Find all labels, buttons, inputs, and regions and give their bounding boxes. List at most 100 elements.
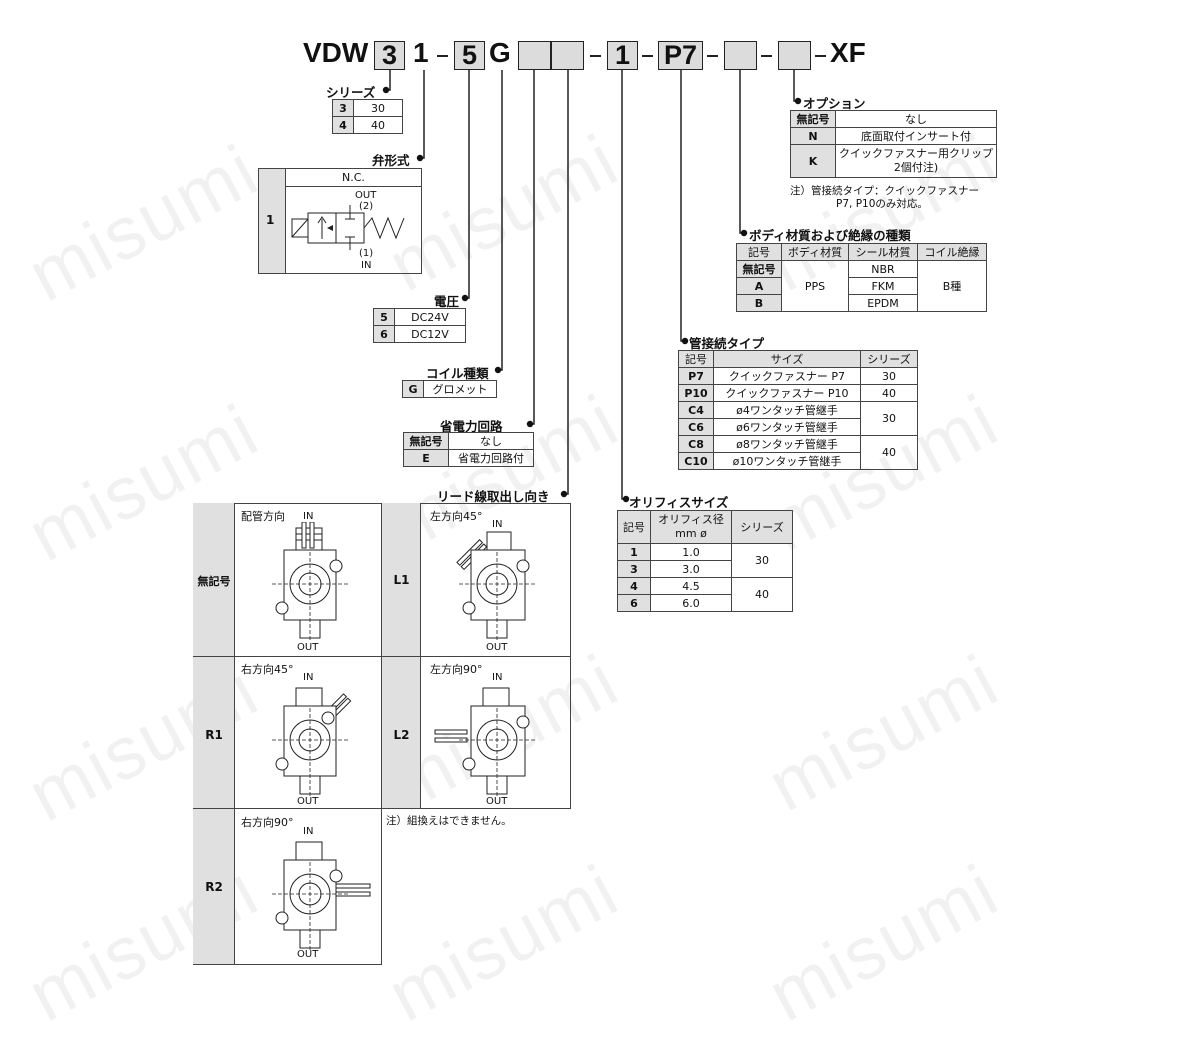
table-cell: 省電力回路付 xyxy=(448,449,534,467)
valve-drawing-right45 xyxy=(272,687,352,796)
lead-in-label: IN xyxy=(303,826,314,837)
code-dash xyxy=(437,55,448,57)
lead-caption: 配管方向 xyxy=(241,510,285,523)
table-cell: PPS xyxy=(781,260,849,312)
leader-port xyxy=(680,70,687,342)
table-cell: グロメット xyxy=(423,380,497,398)
lead-caption: 右方向45° xyxy=(241,663,294,676)
table-cell: なし xyxy=(448,432,534,450)
code-box-body xyxy=(724,41,757,70)
lead-grid-rule xyxy=(193,656,235,657)
lead-code-col xyxy=(193,503,235,964)
lead-in-label: IN xyxy=(303,672,314,683)
table-cell: B種 xyxy=(917,260,987,312)
code-box-power-saving xyxy=(518,41,551,70)
table-cell: 無記号 xyxy=(790,110,836,128)
coil-title: コイル種類 xyxy=(426,366,489,381)
lead-grid-rule xyxy=(382,656,421,657)
table-cell: B xyxy=(736,294,782,312)
valve-out-number: (2) xyxy=(359,201,374,212)
table-cell: 5 xyxy=(373,308,395,326)
table-cell: 4 xyxy=(332,116,354,134)
table-cell: ø4ワンタッチ管継手 xyxy=(713,401,861,419)
body-material-title: ボディ材質および絶縁の種類 xyxy=(749,228,911,243)
lead-out-label: OUT xyxy=(297,796,319,807)
table-cell: サイズ xyxy=(713,350,861,368)
table-cell: 1 xyxy=(617,543,651,561)
table-cell: コイル絶縁 xyxy=(917,243,987,261)
table-cell: 6 xyxy=(617,594,651,612)
code-box-lead xyxy=(551,41,584,70)
table-cell: 3 xyxy=(617,560,651,578)
table-cell: 3 xyxy=(332,99,354,117)
table-cell: C6 xyxy=(678,418,714,436)
code-dash xyxy=(707,55,718,57)
table-cell: 無記号 xyxy=(403,432,449,450)
table-cell: N xyxy=(790,127,836,145)
table-cell: ø6ワンタッチ管継手 xyxy=(713,418,861,436)
table-cell: クイックファスナー P10 xyxy=(713,384,861,402)
table-cell: 4.5 xyxy=(650,577,732,595)
table-cell: EPDM xyxy=(848,294,918,312)
valve-in-label: IN xyxy=(361,260,372,271)
series-title: シリーズ xyxy=(326,85,376,100)
lead-grid-rule xyxy=(193,808,235,809)
leader-lead xyxy=(562,70,569,495)
lead-note: 注）組換えはできません。 xyxy=(386,815,512,827)
option-note: 注）管接続タイプ：クイックファスナー xyxy=(790,185,979,197)
table-cell: C8 xyxy=(678,435,714,453)
lead-grid-rule xyxy=(381,503,382,809)
code-dash xyxy=(642,55,653,57)
table-cell: 6 xyxy=(373,325,395,343)
orifice-title: オリフィスサイズ xyxy=(629,495,729,510)
code-box-option xyxy=(778,41,811,70)
table-cell: 6.0 xyxy=(650,594,732,612)
table-cell: 記号 xyxy=(736,243,782,261)
table-cell: ø10ワンタッチ管継手 xyxy=(713,452,861,470)
lead-out-label: OUT xyxy=(297,642,319,653)
lead-caption: 左方向45° xyxy=(430,510,483,523)
leader-voltage xyxy=(463,70,470,299)
table-cell: ボディ材質 xyxy=(781,243,849,261)
model-prefix: VDW xyxy=(303,37,369,68)
power-saving-title: 省電力回路 xyxy=(440,419,503,434)
lead-title: リード線取出し向き xyxy=(437,489,550,504)
table-cell: C4 xyxy=(678,401,714,419)
lead-code: L1 xyxy=(393,573,410,587)
table-cell: FKM xyxy=(848,277,918,295)
code-box-series: 3 xyxy=(374,41,405,70)
valve-drawing-left45 xyxy=(456,531,535,640)
table-cell: シリーズ xyxy=(731,510,793,544)
code-box-orifice: 1 xyxy=(607,41,638,70)
leader-coil xyxy=(496,70,503,371)
code-dash xyxy=(815,55,826,57)
table-cell: 40 xyxy=(353,116,403,134)
valve-type-header-rule xyxy=(285,186,421,187)
lead-out-label: OUT xyxy=(486,796,508,807)
lead-in-label: IN xyxy=(492,519,503,530)
code-dash xyxy=(590,55,601,57)
table-cell: 1.0 xyxy=(650,543,732,561)
port-title: 管接続タイプ xyxy=(689,336,765,351)
table-cell: 40 xyxy=(731,577,793,612)
leader-lines xyxy=(382,70,802,503)
table-cell: クイックファスナー P7 xyxy=(713,367,861,385)
code-char-coil: G xyxy=(489,37,511,68)
valve-type-code: 1 xyxy=(266,213,275,227)
table-cell: 40 xyxy=(860,435,918,470)
valve-in-number: (1) xyxy=(359,248,374,259)
table-cell: なし xyxy=(835,110,997,128)
lead-in-label: IN xyxy=(492,672,503,683)
valve-drawing-straight xyxy=(272,522,348,640)
leader-power-saving xyxy=(528,70,535,425)
table-cell: ø8ワンタッチ管継手 xyxy=(713,435,861,453)
lead-code-col-2 xyxy=(382,503,421,808)
